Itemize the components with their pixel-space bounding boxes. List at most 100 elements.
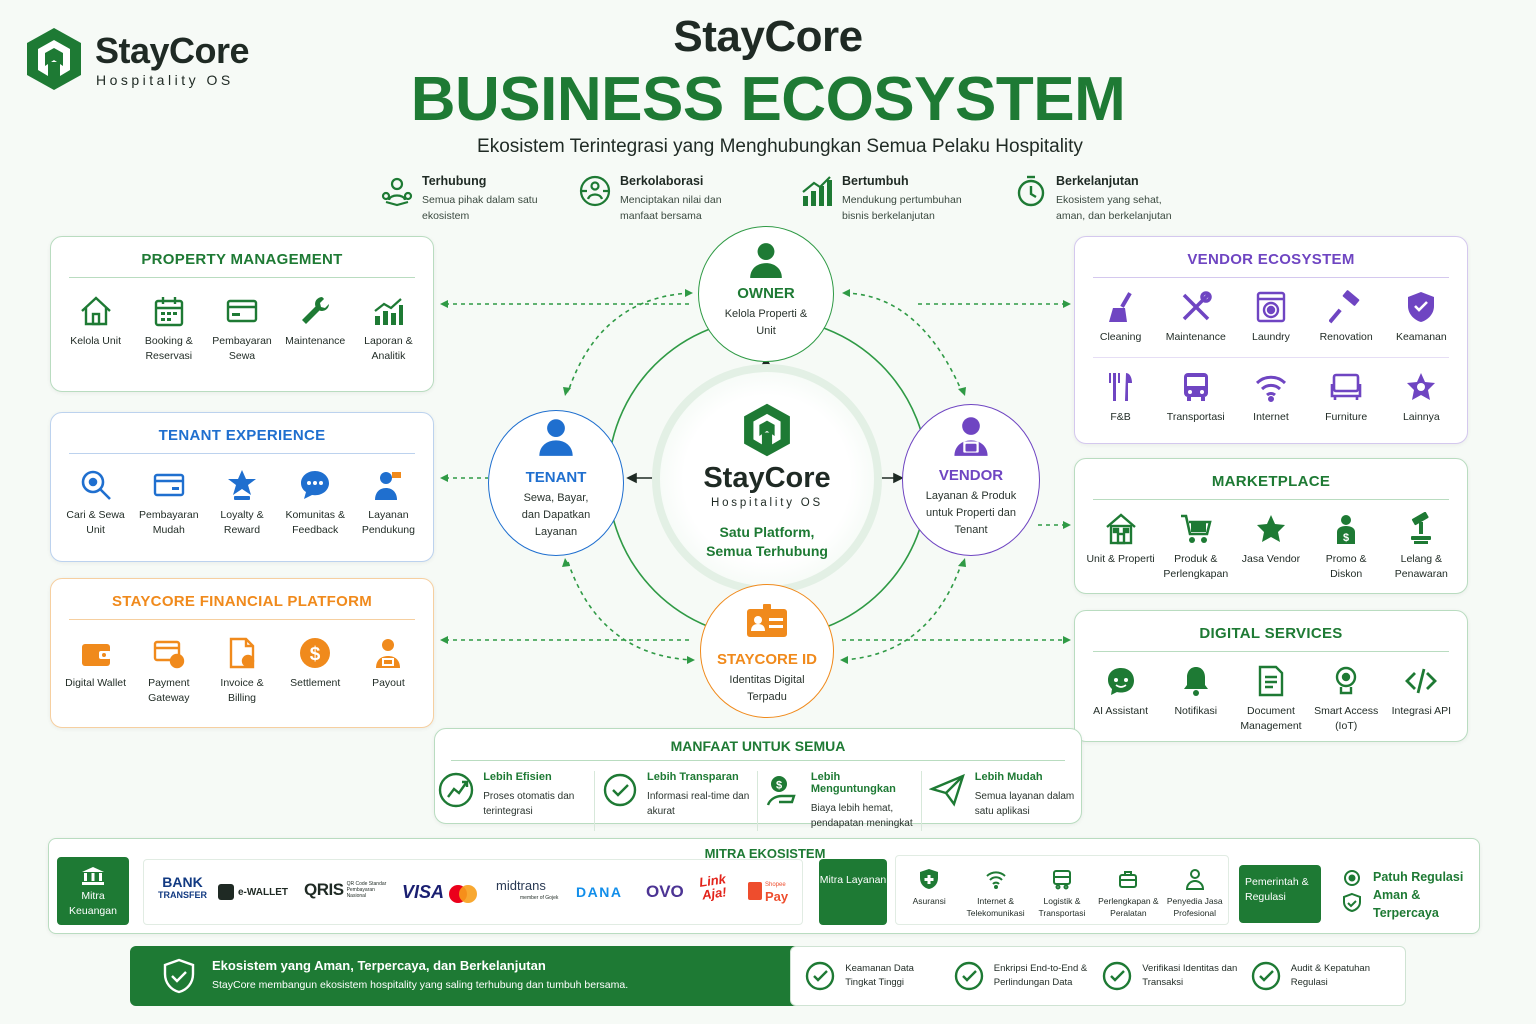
- item-label: Renovation: [1319, 331, 1373, 343]
- financial-item-wallet[interactable]: Digital Wallet: [59, 636, 132, 706]
- support-icon: [375, 472, 402, 500]
- washer-icon: [1256, 291, 1286, 323]
- property-item-pembayaran-sewa[interactable]: Pembayaran Sewa: [205, 294, 278, 364]
- vendor-item-cleaning[interactable]: Cleaning: [1084, 290, 1158, 345]
- financial-platform-card: STAYCORE FINANCIAL PLATFORM Digital Wall…: [50, 578, 434, 728]
- tenant-item-komunitas[interactable]: Komunitas & Feedback: [279, 468, 352, 538]
- ewallet-logo: e-WALLET: [218, 884, 288, 900]
- check-label: Keamanan Data Tingkat Tinggi: [845, 963, 914, 988]
- item-label: Pembayaran Mudah: [139, 509, 199, 536]
- digital-item-ai[interactable]: AI Assistant: [1084, 664, 1158, 734]
- regulation-shield-icon: [1343, 870, 1361, 913]
- smart-access-icon: [1335, 666, 1357, 695]
- pillar-title: Terhubung: [422, 174, 487, 188]
- insurance-icon: [920, 869, 939, 889]
- item-label: Booking & Reservasi: [144, 335, 193, 362]
- tenant-node[interactable]: TENANT Sewa, Bayar, dan Dapatkan Layanan: [488, 410, 624, 556]
- property-item-laporan[interactable]: Laporan & Analitik: [352, 294, 425, 364]
- vendor-item-fnb[interactable]: F&B: [1084, 370, 1158, 425]
- item-label: Transportasi: [1166, 411, 1225, 423]
- vendor-item-transportasi[interactable]: Transportasi: [1159, 370, 1233, 425]
- collaboration-icon: [579, 175, 611, 207]
- financial-item-payout[interactable]: Payout: [352, 636, 425, 706]
- vendor-item-maintenance[interactable]: Maintenance: [1159, 290, 1233, 345]
- service-label: Asuransi: [912, 896, 946, 906]
- vendor-item-lainnya[interactable]: Lainnya: [1384, 370, 1458, 425]
- digital-item-smart-access[interactable]: Smart Access (IoT): [1309, 664, 1383, 734]
- card-title: VENDOR ECOSYSTEM: [1187, 251, 1355, 268]
- vendor-item-renovation[interactable]: Renovation: [1309, 290, 1383, 345]
- tenant-item-cari-sewa[interactable]: Cari & Sewa Unit: [59, 468, 132, 538]
- item-label: Laporan & Analitik: [364, 335, 413, 362]
- staycore-id-node[interactable]: STAYCORE ID Identitas Digital Terpadu: [700, 584, 834, 718]
- service-logistik: Logistik & Transportasi: [1029, 868, 1095, 924]
- property-item-kelola-unit[interactable]: Kelola Unit: [59, 294, 132, 364]
- home-icon: [80, 296, 111, 326]
- wrench-icon: [302, 297, 330, 324]
- wallet-icon: [81, 644, 111, 666]
- vendor-item-internet[interactable]: Internet: [1234, 370, 1308, 425]
- digital-item-notifikasi[interactable]: Notifikasi: [1159, 664, 1233, 734]
- service-perlengkapan: Perlengkapan & Peralatan: [1095, 868, 1161, 924]
- market-item-produk[interactable]: Produk & Perlengkapan: [1159, 512, 1233, 582]
- digital-services-card: DIGITAL SERVICES AI Assistant Notifikasi…: [1074, 610, 1468, 742]
- logo-text: midtrans: [496, 878, 546, 893]
- vendor-node[interactable]: VENDOR Layanan & Produk untuk Properti d…: [902, 404, 1040, 556]
- invoice-icon: [229, 637, 255, 669]
- payment-logos: BANK TRANSFER e-WALLET QRIS QR Code Stan…: [143, 859, 803, 925]
- financial-item-settlement[interactable]: $ Settlement: [279, 636, 352, 706]
- staycore-logo-icon: [744, 403, 790, 457]
- building-icon: [1105, 513, 1136, 545]
- sofa-icon: [1330, 373, 1362, 400]
- digital-item-api[interactable]: Integrasi API: [1384, 664, 1458, 734]
- document-icon: [1258, 665, 1284, 697]
- card-title: PROPERTY MANAGEMENT: [141, 251, 343, 268]
- svg-text:$: $: [310, 644, 321, 665]
- vendor-ecosystem-card: VENDOR ECOSYSTEM Cleaning Maintenance La…: [1074, 236, 1468, 444]
- staycore-hub[interactable]: StayCore Hospitality OS Satu Platform, S…: [652, 364, 882, 594]
- market-item-unit[interactable]: Unit & Properti: [1084, 512, 1158, 582]
- logo-text: BANK: [162, 874, 203, 890]
- vendor-item-keamanan[interactable]: Keamanan: [1384, 290, 1458, 345]
- dollar-icon: $: [300, 638, 331, 668]
- item-label: Komunitas & Feedback: [285, 509, 345, 536]
- tenant-item-pembayaran[interactable]: Pembayaran Mudah: [132, 468, 205, 538]
- financial-item-gateway[interactable]: Payment Gateway: [132, 636, 205, 706]
- item-label: Internet: [1253, 411, 1289, 423]
- person-icon: [1185, 869, 1204, 890]
- logo-text: QRIS: [304, 880, 344, 899]
- property-item-booking[interactable]: Booking & Reservasi: [132, 294, 205, 364]
- tenant-item-loyalty[interactable]: Loyalty & Reward: [205, 468, 278, 538]
- vendor-item-furniture[interactable]: Furniture: [1309, 370, 1383, 425]
- item-label: Invoice & Billing: [220, 677, 264, 704]
- bank-icon: [82, 867, 104, 885]
- tenant-item-layanan[interactable]: Layanan Pendukung: [352, 468, 425, 538]
- financial-item-invoice[interactable]: Invoice & Billing: [205, 636, 278, 706]
- staycore-logo-icon: [27, 28, 81, 90]
- market-item-lelang[interactable]: Lelang & Penawaran: [1384, 512, 1458, 582]
- efficiency-icon: [439, 772, 474, 808]
- pillar-title: Berkelanjutan: [1056, 174, 1139, 188]
- profit-icon: $: [766, 776, 796, 806]
- property-item-maintenance[interactable]: Maintenance: [279, 294, 352, 364]
- item-label: Smart Access (IoT): [1314, 705, 1379, 732]
- mastercard-icon: [449, 885, 477, 903]
- logo-text: Shopee: [765, 882, 786, 888]
- check-circle-icon: [1251, 961, 1280, 991]
- market-item-promo[interactable]: $Promo & Diskon: [1309, 512, 1383, 582]
- check-enkripsi: Enkripsi End-to-End & Perlindungan Data: [954, 961, 1094, 991]
- property-management-card: PROPERTY MANAGEMENT Kelola Unit Booking …: [50, 236, 434, 392]
- benefit-desc: Proses otomatis dan terintegrasi: [483, 791, 575, 817]
- code-icon: [1405, 668, 1438, 694]
- digital-item-document[interactable]: Document Management: [1234, 664, 1308, 734]
- owner-node[interactable]: OWNER Kelola Properti & Unit: [698, 226, 834, 362]
- vendor-item-laundry[interactable]: Laundry: [1234, 290, 1308, 345]
- award-icon: [228, 470, 256, 500]
- dana-logo: DANA: [576, 884, 623, 900]
- bell-icon: [1183, 667, 1208, 696]
- market-item-jasa[interactable]: Jasa Vendor: [1234, 512, 1308, 582]
